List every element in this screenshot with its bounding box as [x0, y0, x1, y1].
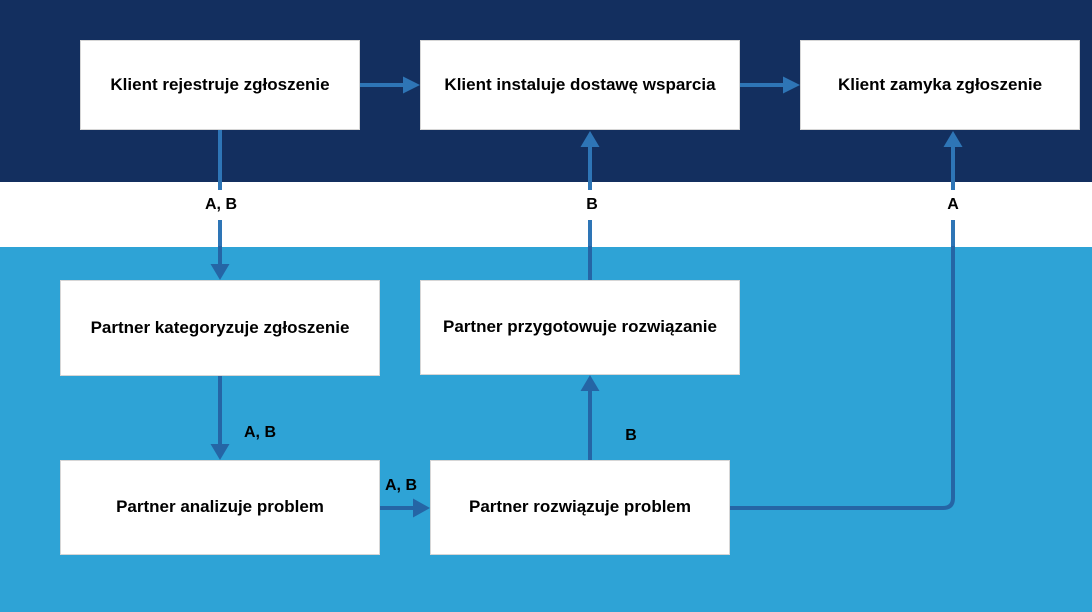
node-label: Partner analizuje problem: [116, 497, 324, 517]
edge-label-rejestruje-kategoryzuje: A, B: [201, 190, 241, 220]
node-label: Klient zamyka zgłoszenie: [837, 74, 1043, 94]
node-label: Klient rejestruje zgłoszenie: [110, 74, 330, 94]
edge-label-rozwiazuje-przygotowuje: B: [625, 427, 637, 444]
node-partner-kategoryzuje-zgloszenie: Partner kategoryzuje zgłoszenie: [60, 280, 380, 376]
node-label: Partner kategoryzuje zgłoszenie: [90, 317, 350, 337]
node-label: Partner rozwiązuje problem: [469, 497, 691, 517]
node-klient-rejestruje-zgloszenie: Klient rejestruje zgłoszenie: [80, 40, 360, 130]
edge-label-przygotowuje-instaluje: B: [582, 190, 602, 220]
node-klient-zamyka-zgloszenie: Klient zamyka zgłoszenie: [800, 40, 1080, 130]
edge-label-analizuje-rozwiazuje: A, B: [385, 477, 417, 494]
edge-label-kategoryzuje-analizuje: A, B: [244, 424, 276, 441]
node-partner-rozwiazuje-problem: Partner rozwiązuje problem: [430, 460, 730, 555]
edge-label-rozwiazuje-zamyka: A: [943, 190, 963, 220]
node-partner-analizuje-problem: Partner analizuje problem: [60, 460, 380, 555]
node-label: Partner przygotowuje rozwiązanie: [443, 317, 717, 337]
node-label: Klient instaluje dostawę wsparcia: [444, 74, 716, 94]
node-partner-przygotowuje-rozwiazanie: Partner przygotowuje rozwiązanie: [420, 280, 740, 375]
node-klient-instaluje-dostawe-wsparcia: Klient instaluje dostawę wsparcia: [420, 40, 740, 130]
